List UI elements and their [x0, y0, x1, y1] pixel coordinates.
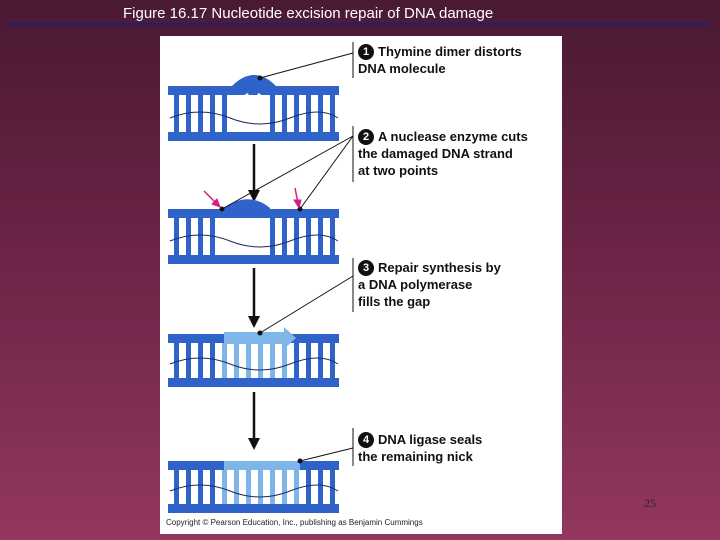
- step-3-line-3: fills the gap: [358, 294, 431, 309]
- figure-panel: 1 Thymine dimer distorts DNA molecule 2 A …: [160, 36, 562, 534]
- step-4-label: 4 DNA ligase seals the remaining nick: [358, 431, 482, 465]
- slide-title: Figure 16.17 Nucleotide excision repair …: [123, 5, 494, 22]
- dna-stage-2: [168, 199, 339, 264]
- step-3-line-1: Repair synthesis by: [378, 260, 501, 275]
- title-rule: [8, 23, 708, 25]
- step-3-line-2: a DNA polymerase: [358, 277, 473, 292]
- step-2-line-3: at two points: [358, 163, 439, 178]
- dna-stage-1: [168, 75, 339, 141]
- step-2-line-2: the damaged DNA strand: [358, 146, 513, 161]
- step-1-label: 1 Thymine dimer distorts DNA molecule: [358, 43, 522, 77]
- cut-arrows: [203, 187, 302, 210]
- dna-stage-4: [168, 458, 339, 513]
- step-1-number: 1: [358, 44, 374, 60]
- dna-stage-3: [168, 327, 339, 387]
- step-1-line-1: Thymine dimer distorts: [378, 44, 522, 59]
- step-4-number: 4: [358, 432, 374, 448]
- step-3-label: 3 Repair synthesis by a DNA polymerase fi…: [358, 259, 501, 310]
- step-3-number: 3: [358, 260, 374, 276]
- copyright-notice: Copyright © Pearson Education, Inc., pub…: [166, 518, 423, 527]
- step-2-number: 2: [358, 129, 374, 145]
- step-2-line-1: A nuclease enzyme cuts: [378, 129, 528, 144]
- step-1-line-2: DNA molecule: [358, 61, 446, 76]
- repair-diagram: [168, 42, 354, 513]
- step-2-label: 2 A nuclease enzyme cuts the damaged DNA …: [358, 128, 528, 179]
- step-4-line-1: DNA ligase seals: [378, 432, 483, 447]
- step-4-line-2: the remaining nick: [358, 449, 473, 464]
- page-number: 25: [644, 496, 656, 510]
